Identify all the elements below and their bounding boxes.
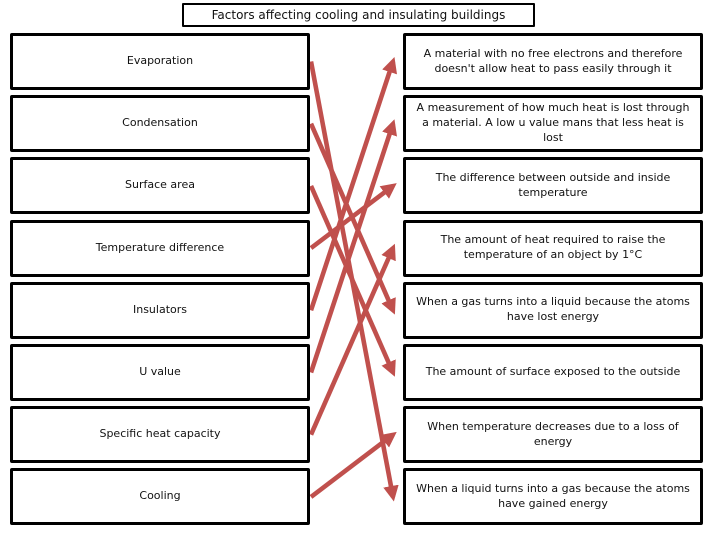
term-box: Insulators: [10, 281, 310, 339]
term-label: Insulators: [132, 302, 187, 316]
page-title: Factors affecting cooling and insulating…: [182, 3, 535, 27]
definition-label: The amount of surface exposed to the out…: [425, 365, 681, 379]
connector-arrow: [309, 431, 397, 499]
connector-arrow: [308, 119, 398, 374]
term-box: Specific heat capacity: [10, 406, 310, 464]
definition-label: When a gas turns into a liquid because t…: [416, 295, 690, 324]
connector-arrow: [308, 184, 396, 377]
page-title-label: Factors affecting cooling and insulating…: [211, 8, 506, 22]
term-box: Condensation: [10, 95, 310, 153]
term-label: Cooling: [139, 489, 181, 503]
connector-arrow: [308, 57, 398, 312]
term-label: Temperature difference: [95, 240, 225, 254]
term-box: Evaporation: [10, 33, 310, 90]
term-label: Surface area: [125, 178, 195, 192]
definition-box: The amount of heat required to raise the…: [403, 219, 703, 277]
definition-label: A material with no free electrons and th…: [423, 46, 683, 75]
definition-box: The amount of surface exposed to the out…: [403, 344, 703, 401]
term-label: Condensation: [122, 116, 198, 130]
term-box: Cooling: [10, 468, 310, 526]
connector-arrow: [309, 183, 397, 250]
definition-box: The difference between outside and insid…: [403, 157, 703, 215]
term-box: Temperature difference: [10, 219, 310, 277]
definition-box: A material with no free electrons and th…: [403, 33, 703, 90]
definition-label: A measurement of how much heat is lost t…: [416, 101, 690, 145]
definition-box: When a gas turns into a liquid because t…: [403, 281, 703, 339]
definition-label: When temperature decreases due to a loss…: [427, 419, 679, 448]
term-box: Surface area: [10, 157, 310, 215]
term-label: U value: [139, 365, 181, 379]
term-label: Specific heat capacity: [99, 427, 221, 441]
term-label: Evaporation: [126, 54, 194, 68]
term-box: U value: [10, 344, 310, 401]
definition-box: When a liquid turns into a gas because t…: [403, 468, 703, 526]
connector-arrow: [308, 243, 396, 436]
definition-box: When temperature decreases due to a loss…: [403, 406, 703, 464]
definition-box: A measurement of how much heat is lost t…: [403, 95, 703, 153]
definition-label: The amount of heat required to raise the…: [440, 233, 666, 262]
definition-label: When a liquid turns into a gas because t…: [416, 482, 690, 510]
definition-label: The difference between outside and insid…: [435, 171, 671, 199]
